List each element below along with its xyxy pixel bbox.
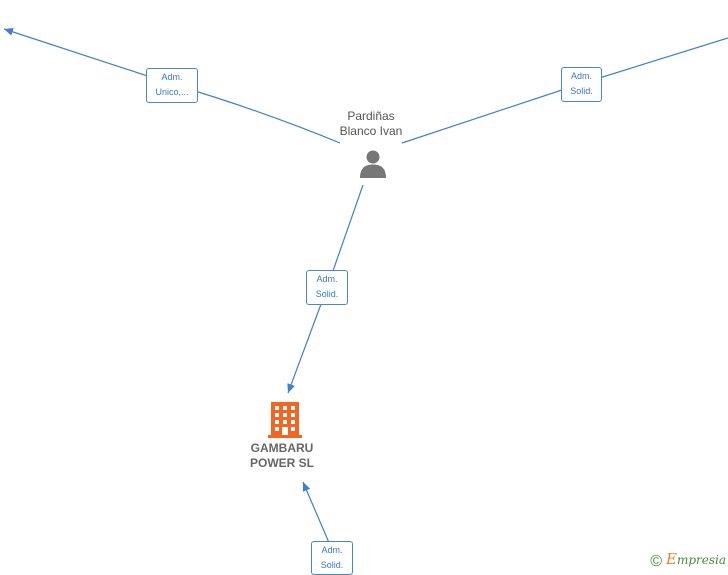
edge-label-adm-solid-bottom[interactable]: Adm. Solid. [311, 541, 353, 575]
brand-rest: mpresia [676, 553, 726, 567]
copyright-icon: © [650, 553, 662, 570]
company-name-line2: POWER SL [249, 456, 314, 470]
edge-line-solid-bottom [302, 481, 331, 546]
person-name-line1: Pardiñas [347, 109, 395, 123]
empresia-watermark: ©Empresia [650, 550, 726, 571]
edge-label-adm-solid-company[interactable]: Adm. Solid. [306, 270, 348, 305]
company-label[interactable]: GAMBARU POWER SL [237, 441, 327, 471]
person-name-line2: Blanco Ivan [339, 124, 403, 138]
edge-label-adm-solid-right[interactable]: Adm. Solid. [561, 67, 602, 102]
building-icon[interactable] [268, 402, 302, 438]
brand-initial: E [665, 550, 677, 568]
company-name-line1: GAMBARU [250, 441, 314, 455]
person-icon[interactable] [358, 148, 388, 178]
edge-label-adm-unico[interactable]: Adm. Unico,... [146, 68, 198, 103]
person-label[interactable]: Pardiñas Blanco Ivan [326, 109, 416, 139]
